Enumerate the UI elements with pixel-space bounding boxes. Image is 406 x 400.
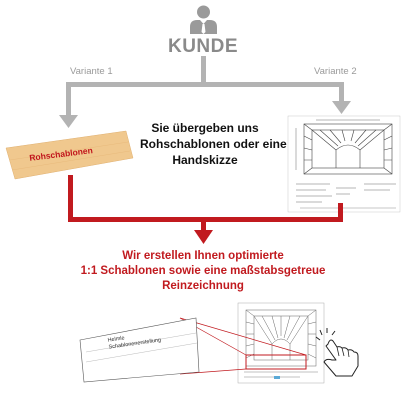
arrow-to-variant-1 <box>59 115 78 128</box>
middle-description: Sie übergeben uns Rohschablonen oder ein… <box>140 120 287 168</box>
middle-line-2: Rohschablonen oder eine <box>140 137 287 151</box>
arrow-to-variant-2 <box>332 101 351 114</box>
result-line-1: Wir erstellen Ihnen optimierte <box>122 250 284 262</box>
red-connector <box>68 175 343 231</box>
result-line-2: 1:1 Schablonen sowie eine maßstabsgetreu… <box>80 265 326 277</box>
hand-pointer-icon <box>315 328 359 377</box>
arrow-to-result <box>194 230 213 244</box>
gray-connector <box>66 56 344 116</box>
customer-label: KUNDE <box>167 36 239 57</box>
clean-drawing <box>237 302 325 384</box>
variant-2-label: Variante 2 <box>314 66 357 77</box>
variant-1-label: Variante 1 <box>70 66 113 77</box>
person-icon <box>190 5 217 34</box>
hand-sketch <box>287 115 401 213</box>
highlight-box <box>245 354 307 370</box>
result-line-3: Reinzeichnung <box>162 280 244 292</box>
middle-line-1: Sie übergeben uns <box>151 121 259 135</box>
template-sheet <box>79 317 200 383</box>
result-description: Wir erstellen Ihnen optimierte 1:1 Schab… <box>0 249 406 294</box>
middle-line-3: Handskizze <box>172 153 238 167</box>
raw-template-piece <box>5 130 134 180</box>
